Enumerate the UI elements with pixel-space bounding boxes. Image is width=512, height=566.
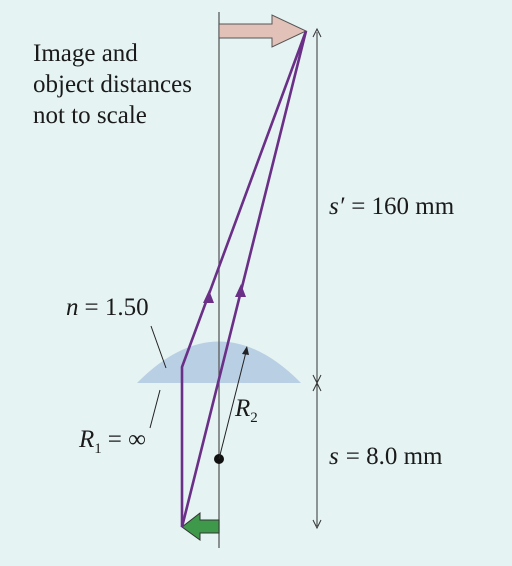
note-line-2: object distances xyxy=(33,71,192,98)
ray-2 xyxy=(180,30,308,528)
ray-arrowhead-2 xyxy=(235,284,246,297)
note-line-1: Image and xyxy=(33,40,138,67)
dim-tick-mid-down xyxy=(312,381,322,392)
r2-arrowhead xyxy=(242,346,249,355)
r1-label: R1= ∞ xyxy=(78,426,146,457)
n-leader-line xyxy=(150,325,167,369)
s-label: s= 8.0 mm xyxy=(329,443,443,470)
object-arrow xyxy=(181,511,220,541)
dim-tick-top xyxy=(312,27,322,38)
r2-label: R2 xyxy=(234,395,258,426)
image-arrow xyxy=(218,14,308,48)
note-line-3: not to scale xyxy=(33,102,147,129)
n-label: n= 1.50 xyxy=(66,294,149,321)
not-to-scale-note: Image and object distances not to scale xyxy=(33,38,192,131)
dim-tick-bottom xyxy=(312,519,322,530)
r2-radius-line xyxy=(218,351,247,460)
r1-leader-line xyxy=(149,389,161,429)
ray-arrowhead-1 xyxy=(203,290,214,303)
s-prime-label: s′= 160 mm xyxy=(329,193,455,220)
ray-1 xyxy=(180,30,308,527)
